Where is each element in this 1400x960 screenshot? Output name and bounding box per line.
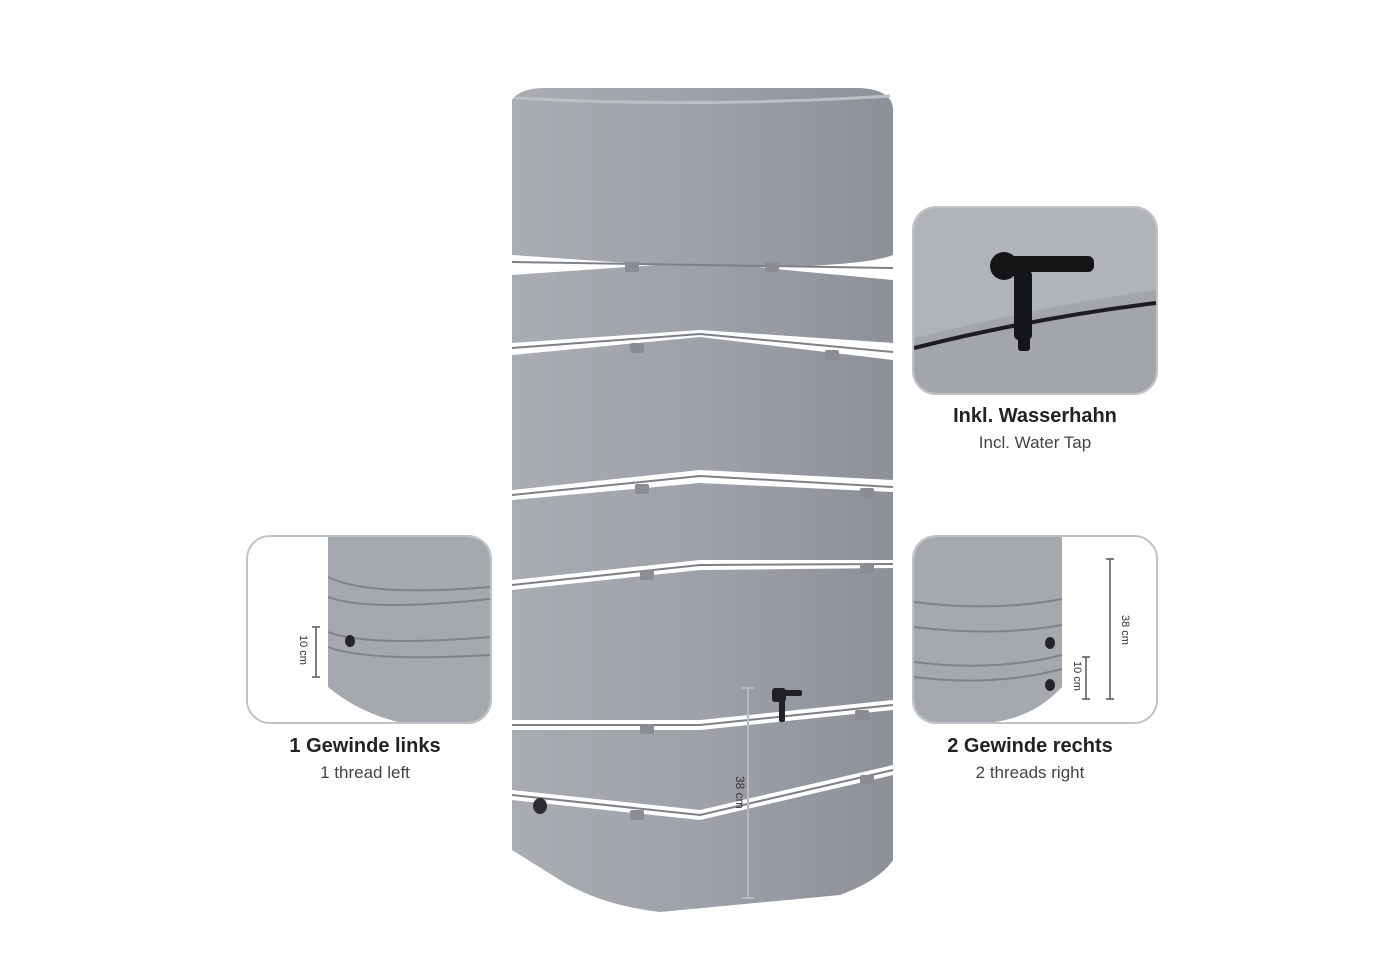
inset-thread-left-caption-en: 1 thread left	[320, 763, 410, 782]
inset-threads-right: 38 cm 10 cm	[912, 535, 1158, 724]
inset-right-dim-label-short: 10 cm	[1071, 661, 1083, 691]
tank-band-4	[512, 568, 893, 720]
thread-hole-upper	[1045, 637, 1055, 649]
inset-water-tap	[912, 206, 1158, 395]
inset-thread-left: 10 cm	[246, 535, 492, 724]
tank-lid	[512, 88, 893, 268]
inset-thread-left-caption-de: 1 Gewinde links	[289, 735, 441, 757]
tank-base	[512, 775, 893, 912]
tank-band-2	[512, 337, 893, 490]
tank-band-5	[512, 710, 893, 810]
inset-left-dim-label: 10 cm	[297, 635, 309, 665]
dimension-line-38cm	[742, 687, 754, 899]
inset-water-tap-caption-de: Inkl. Wasserhahn	[953, 405, 1117, 427]
thread-hole-lower	[1045, 679, 1055, 691]
inset-threads-right-caption-en: 2 threads right	[975, 763, 1085, 782]
tank-band-1	[512, 262, 893, 343]
thread-hole	[533, 798, 547, 814]
inset-water-tap-caption-en: Incl. Water Tap	[978, 433, 1092, 452]
tank-band-3	[512, 483, 893, 580]
main-dimension-label: 38 cm	[733, 776, 747, 809]
inset-right-dim-label-tall: 38 cm	[1119, 615, 1131, 645]
inset-threads-right-caption-de: 2 Gewinde rechts	[947, 735, 1113, 757]
tap-closeup-icon	[990, 252, 1094, 351]
water-tap	[772, 688, 802, 722]
thread-hole-closeup	[345, 635, 355, 647]
